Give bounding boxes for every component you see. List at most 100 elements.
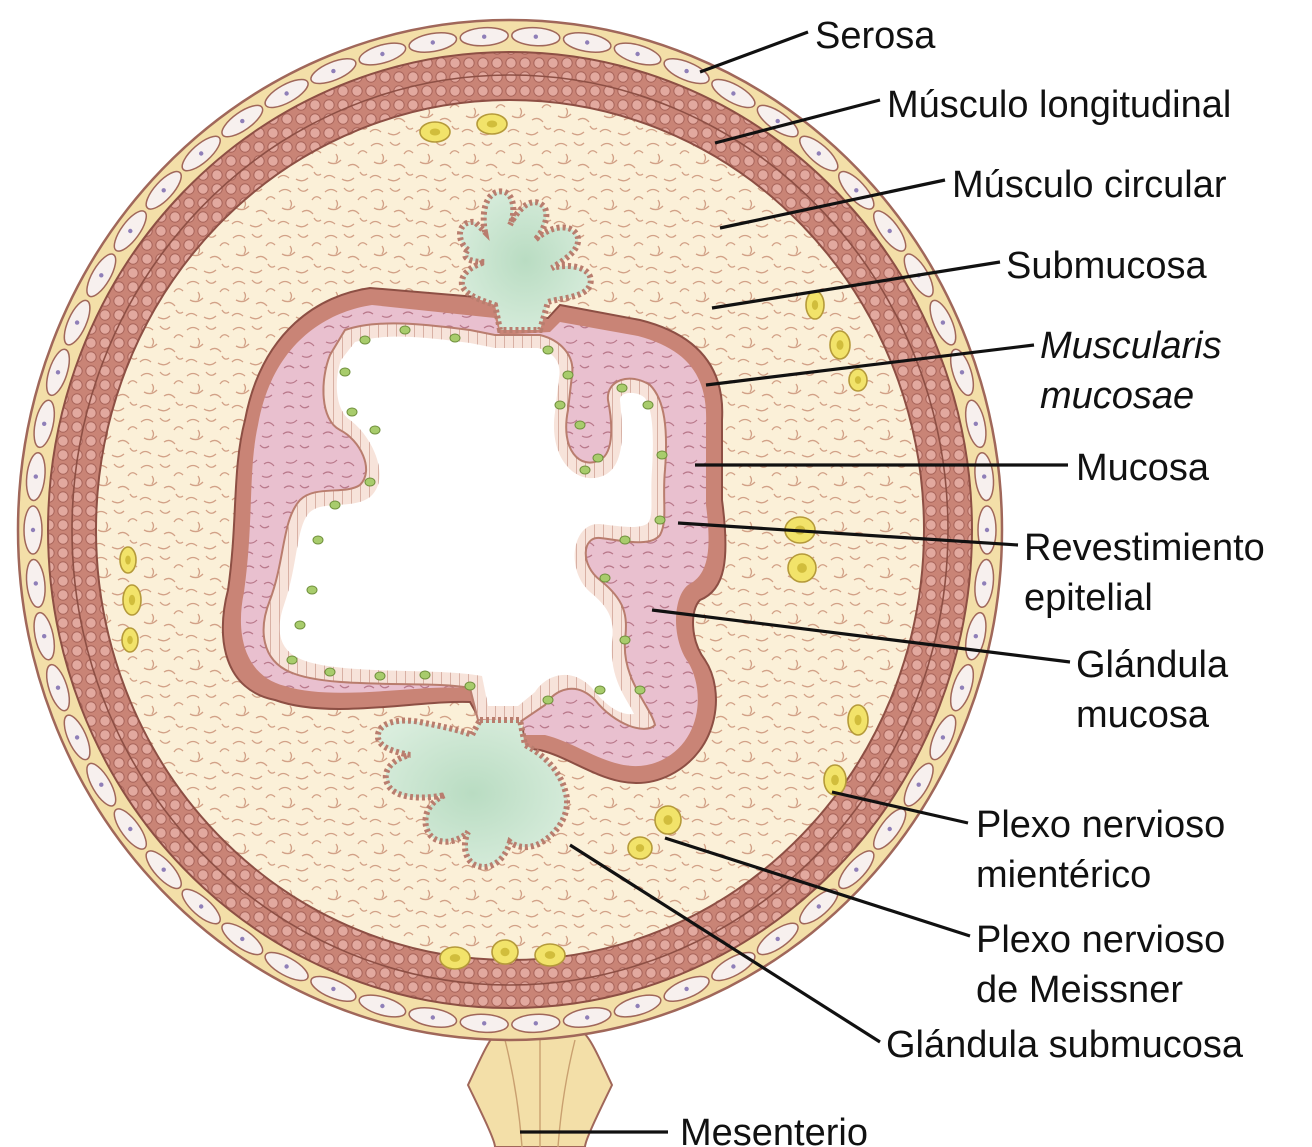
goblet-cell (450, 334, 460, 342)
serosa-cell-nucleus (34, 474, 38, 478)
serosa-cell-nucleus (162, 868, 166, 872)
serosa-cell-nucleus (585, 40, 589, 44)
serosa-cell-nucleus (982, 474, 986, 478)
goblet-cell (287, 656, 297, 664)
serosa-cell-nucleus (684, 69, 688, 73)
serosa-cell-nucleus (42, 422, 46, 426)
goblet-cell (325, 668, 335, 676)
serosa-cell-nucleus (817, 904, 821, 908)
serosa-cell-nucleus (917, 783, 921, 787)
goblet-cell (313, 536, 323, 544)
serosa-cell-nucleus (635, 1004, 639, 1008)
serosa-cell-nucleus (534, 1021, 538, 1025)
goblet-cell (595, 686, 605, 694)
goblet-cell (465, 682, 475, 690)
serosa-cell-nucleus (331, 69, 335, 73)
nerve-cell-nucleus (545, 951, 556, 959)
serosa-cell-nucleus (776, 119, 780, 123)
label-myenteric-plexus-line2: mientérico (976, 854, 1151, 896)
nerve-cell-nucleus (500, 948, 509, 956)
serosa-cell-nucleus (817, 151, 821, 155)
serosa-cell-nucleus (585, 1015, 589, 1019)
serosa-cell-nucleus (284, 91, 288, 95)
serosa-cell-nucleus (42, 634, 46, 638)
serosa-cell-nucleus (199, 904, 203, 908)
goblet-cell (575, 421, 585, 429)
goblet-cell (620, 536, 630, 544)
nerve-cell-nucleus (450, 954, 461, 962)
goblet-cell (563, 371, 573, 379)
serosa-cell-nucleus (941, 320, 945, 324)
serosa-cell-nucleus (482, 35, 486, 39)
goblet-cell (365, 478, 375, 486)
goblet-cell (360, 336, 370, 344)
serosa-cell-nucleus (99, 273, 103, 277)
label-mucosa: Mucosa (1076, 447, 1210, 489)
label-meissner-plexus-line1: Plexo nervioso (976, 919, 1225, 961)
serosa-cell-nucleus (331, 987, 335, 991)
label-serosa: Serosa (815, 15, 936, 57)
label-mesentery: Mesenterio (680, 1112, 868, 1147)
nerve-cell-nucleus (663, 815, 672, 825)
goblet-cell (635, 686, 645, 694)
goblet-cell (420, 671, 430, 679)
label-mucosal-gland-line1: Glándula (1076, 644, 1229, 686)
serosa-cell-nucleus (731, 964, 735, 968)
serosa-cell-nucleus (34, 581, 38, 585)
serosa-cell-nucleus (635, 52, 639, 56)
label-meissner-plexus-line2: de Meissner (976, 969, 1183, 1011)
label-epithelial-lining-line1: Revestimiento (1024, 527, 1265, 569)
serosa-cell-nucleus (240, 937, 244, 941)
serosa-cell-nucleus (684, 987, 688, 991)
serosa-cell-nucleus (284, 964, 288, 968)
serosa-cell-nucleus (534, 35, 538, 39)
nerve-cell-nucleus (812, 300, 818, 310)
goblet-cell (375, 672, 385, 680)
nerve-cell-nucleus (636, 844, 644, 852)
serosa-cell-nucleus (974, 634, 978, 638)
serosa-cell-nucleus (960, 686, 964, 690)
serosa-cell-nucleus (431, 40, 435, 44)
serosa-cell-nucleus (888, 827, 892, 831)
label-myenteric-plexus-line1: Plexo nervioso (976, 804, 1225, 846)
serosa-cell-nucleus (75, 735, 79, 739)
serosa-cell-nucleus (199, 151, 203, 155)
goblet-cell (617, 384, 627, 392)
goblet-cell (347, 408, 357, 416)
goblet-cell (593, 454, 603, 462)
serosa-cell-nucleus (56, 370, 60, 374)
label-longitudinal-muscle: Músculo longitudinal (887, 84, 1231, 126)
serosa-cell-nucleus (985, 528, 989, 532)
goblet-cell (600, 574, 610, 582)
serosa-cell-nucleus (888, 229, 892, 233)
serosa-cell-nucleus (731, 91, 735, 95)
goblet-cell (643, 401, 653, 409)
nerve-cell-nucleus (125, 555, 131, 564)
label-muscularis-mucosae-line2: mucosae (1040, 375, 1194, 417)
serosa-cell-nucleus (854, 188, 858, 192)
label-muscularis-mucosae-line1: Muscularis (1040, 325, 1222, 367)
label-submucosal-gland: Glándula submucosa (886, 1024, 1244, 1066)
serosa-cell-nucleus (941, 735, 945, 739)
serosa-cell-nucleus (854, 868, 858, 872)
serosa-cell-nucleus (380, 52, 384, 56)
nerve-cell-nucleus (430, 129, 441, 136)
goblet-cell (543, 346, 553, 354)
serosa-cell-nucleus (162, 188, 166, 192)
goblet-cell (295, 621, 305, 629)
serosa-cell-nucleus (75, 320, 79, 324)
serosa-cell-nucleus (974, 422, 978, 426)
serosa-cell-nucleus (128, 827, 132, 831)
goblet-cell (400, 326, 410, 334)
serosa-cell-nucleus (960, 370, 964, 374)
label-submucosa: Submucosa (1006, 245, 1208, 287)
nerve-cell-nucleus (797, 563, 807, 573)
goblet-cell (580, 466, 590, 474)
nerve-cell-nucleus (855, 376, 861, 384)
serosa-cell-nucleus (56, 686, 60, 690)
nerve-cell-nucleus (855, 715, 862, 726)
serosa-cell-nucleus (31, 528, 35, 532)
goblet-cell (330, 501, 340, 509)
serosa-cell-nucleus (982, 581, 986, 585)
